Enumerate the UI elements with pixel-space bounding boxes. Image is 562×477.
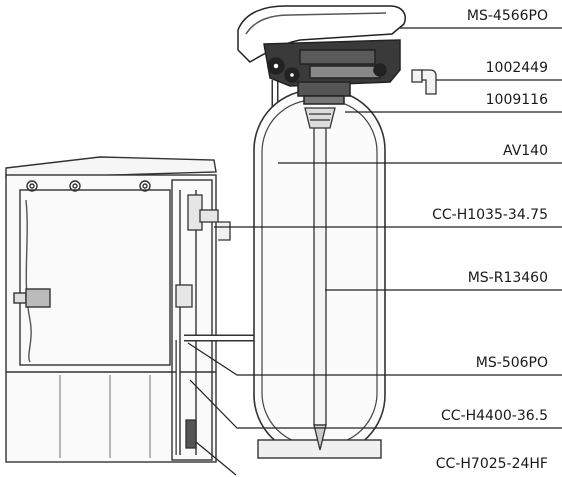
label-ms-r13460: MS-R13460 — [468, 270, 548, 286]
label-1002449: 1002449 — [486, 60, 548, 76]
label-cc-h1035-34-75: CC-H1035-34.75 — [432, 207, 548, 223]
distributor-tube — [304, 107, 336, 451]
control-valve-head — [237, 5, 406, 105]
leader-cc-h4400 — [189, 379, 562, 429]
elbow-fitting-icon — [411, 69, 437, 95]
overflow-fitting — [13, 288, 51, 308]
leader-ms-506po — [187, 342, 562, 376]
cabinet-bolts — [26, 180, 151, 192]
label-ms-4566po: MS-4566PO — [467, 8, 548, 24]
leader-cc-h7025 — [195, 441, 237, 476]
callout-labels: MS-4566PO 1002449 1009116 AV140 CC-H1035… — [432, 8, 548, 472]
callout-leader-lines — [187, 27, 562, 476]
label-cc-h4400-36-5: CC-H4400-36.5 — [441, 408, 548, 424]
brine-tank-cabinet — [5, 156, 217, 463]
label-cc-h7025-24hf: CC-H7025-24HF — [436, 456, 548, 472]
label-ms-506po: MS-506PO — [476, 355, 548, 371]
label-1009116: 1009116 — [486, 92, 548, 108]
label-av140: AV140 — [503, 143, 548, 159]
